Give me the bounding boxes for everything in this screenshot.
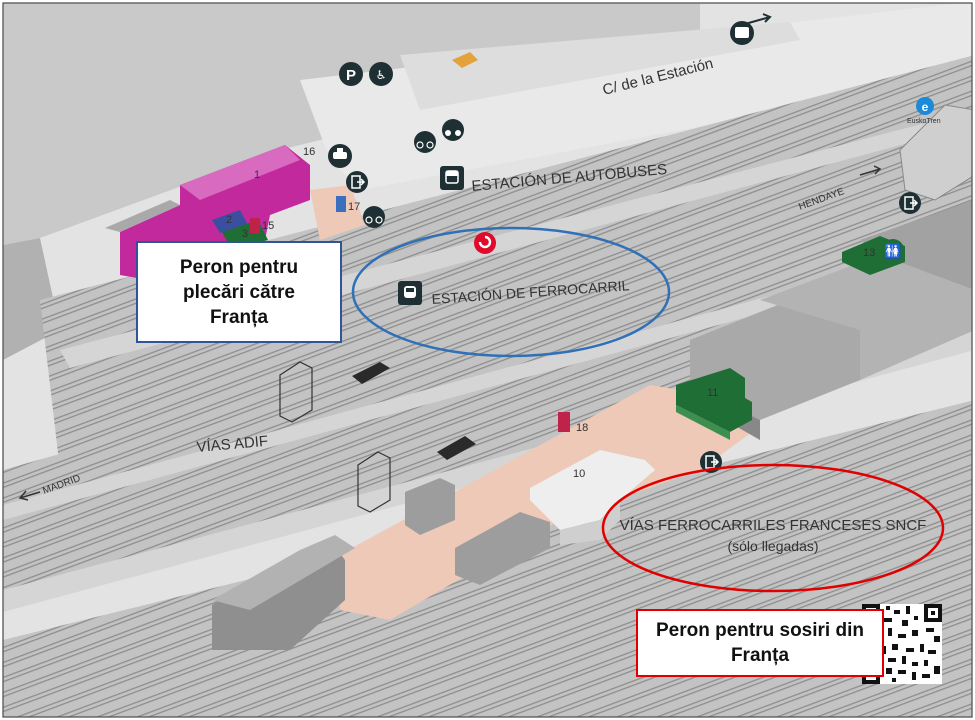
direction-arrow-icon xyxy=(18,490,41,501)
zone-18-number: 18 xyxy=(576,422,588,434)
stairs xyxy=(437,436,476,460)
departures-callout: Peron pentru plecări către Franța xyxy=(136,241,342,343)
zone-10-number: 10 xyxy=(573,468,585,480)
zone-2-number: 2 xyxy=(226,214,232,226)
ticket-machine xyxy=(250,218,260,233)
platform-strip xyxy=(3,240,972,520)
exit-icon xyxy=(346,171,368,193)
building-11-side xyxy=(676,405,730,440)
escalator xyxy=(899,104,972,201)
magenta-building-top xyxy=(180,145,300,200)
direction-arrow-icon xyxy=(744,13,772,25)
toilet-icon: 🚻 xyxy=(882,239,904,261)
zone-1-number: 1 xyxy=(254,169,260,181)
zone-13-number: 13 xyxy=(863,247,875,259)
svg-text:🚻: 🚻 xyxy=(884,243,901,260)
svg-text:e: e xyxy=(922,100,929,114)
building-block xyxy=(405,478,455,535)
ticket-machine xyxy=(336,196,346,212)
arrivals-callout: Peron pentru sosiri din Franța xyxy=(636,609,884,677)
svg-text:♿: ♿ xyxy=(376,68,387,82)
zone-15-number: 15 xyxy=(262,220,274,232)
bus-icon xyxy=(440,166,464,190)
bike-parking-icon xyxy=(414,131,436,153)
road-median xyxy=(400,22,800,110)
train-icon xyxy=(398,281,422,305)
building-10 xyxy=(530,450,655,530)
sncf-label: VÍAS FERROCARRILES FRANCESES SNCF xyxy=(620,517,927,534)
elevator xyxy=(279,361,313,423)
exit-icon xyxy=(899,192,921,214)
zone-11-number: 11 xyxy=(707,387,718,399)
elevator xyxy=(357,451,391,513)
building-11 xyxy=(676,368,752,432)
arrivals-highlight-ellipse xyxy=(601,463,945,593)
vias-adif-label: VÍAS ADIF xyxy=(196,433,269,456)
bike-parking-icon xyxy=(363,206,385,228)
building xyxy=(860,201,972,289)
zone-3-number: 3 xyxy=(242,228,248,240)
direction-arrow-icon xyxy=(859,165,882,176)
track-band-adif-south xyxy=(3,195,972,600)
stairs xyxy=(352,362,390,384)
building-10-side xyxy=(560,500,620,545)
building-block xyxy=(455,512,550,585)
taxi-icon xyxy=(328,144,352,168)
departures-highlight-ellipse xyxy=(351,226,671,358)
euskotren-logo-icon: e xyxy=(916,97,934,115)
forecourt xyxy=(310,185,365,240)
building-block-top xyxy=(212,535,355,610)
building-edge xyxy=(105,200,180,232)
building xyxy=(760,255,972,380)
parking-icon: P xyxy=(339,62,363,86)
arrivals-callout-text: Peron pentru sosiri din Franța xyxy=(656,620,864,666)
bus-icon xyxy=(730,21,754,45)
road xyxy=(300,3,972,190)
bike-rack xyxy=(452,52,478,68)
ticket-machine xyxy=(558,412,570,432)
accessible-parking-icon: ♿ xyxy=(369,62,393,86)
motorbike-parking-icon xyxy=(442,119,464,141)
renfe-logo-icon xyxy=(474,232,496,254)
track-band-adif xyxy=(40,55,972,470)
zone-17-number: 17 xyxy=(348,201,360,213)
euskotren-label: EuskoTren xyxy=(907,118,941,125)
svg-text:P: P xyxy=(346,67,356,84)
sncf-sublabel: (sólo llegadas) xyxy=(727,538,818,554)
zone-16-number: 16 xyxy=(303,146,315,158)
departures-callout-text: Peron pentru plecări către Franța xyxy=(179,256,299,328)
